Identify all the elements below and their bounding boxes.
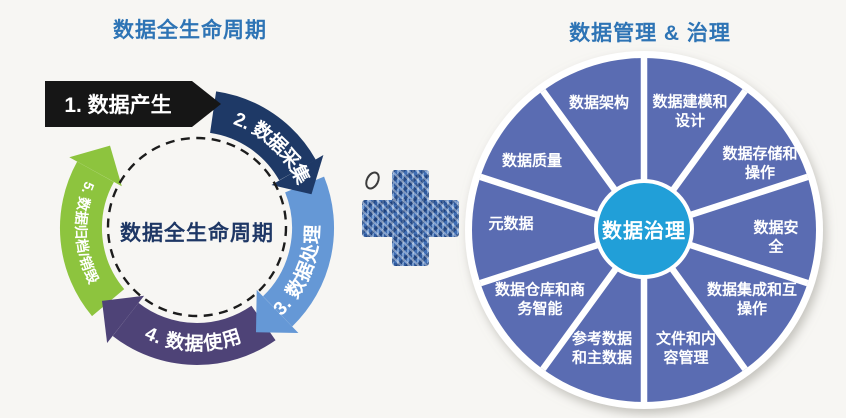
segment-label-data-security: 数据安 全 [753,219,799,255]
governance-hub-circle [594,179,694,279]
right-diagram-title: 数据管理 & 治理 [569,22,731,45]
segment-label-data-storage: 数据存储和 操作 [722,145,798,181]
step5-arrowhead [69,145,122,187]
left-diagram-title: 数据全生命周期 [113,19,267,42]
step2-arc [209,91,316,181]
step1-arrow [45,81,221,127]
segment-divider-lines [479,58,809,402]
segment-label-data-quality: 数据质量 [501,152,563,170]
segment-label-warehouse-bi: 数据仓库和商 务智能 [494,281,586,317]
step3-arc [262,176,335,327]
step1-label: 1. 数据产生 [64,93,171,117]
plus-icon-horizontal-arm [362,200,459,237]
segment-label-data-integration: 数据集成和互 操作 [706,281,798,317]
step2-arrowhead [271,155,324,195]
segment-label-reference-master-data: 参考数据 和主数据 [571,330,633,366]
lifecycle-center-label: 数据全生命周期 [120,222,274,245]
step3-arrowhead [256,289,299,333]
step4-arc [112,302,276,365]
segment-label-metadata: 元数据 [488,215,534,233]
segment-label-data-architecture: 数据架构 [568,94,630,112]
governance-hub-label: 数据治理 [602,220,686,243]
governance-wheel [465,51,823,409]
segment-label-document-content: 文件和内 容管理 [655,330,717,366]
lifecycle-cycle: 1. 数据产生 2. 数据采集 3. 数据处理 4. 数据使用 5. 数据归档/… [45,81,335,365]
segment-label-data-modeling: 数据建模和 设计 [652,93,728,129]
dashed-cycle-circle [106,136,288,318]
step5-arc [59,161,125,317]
step4-arrowhead [102,295,145,343]
